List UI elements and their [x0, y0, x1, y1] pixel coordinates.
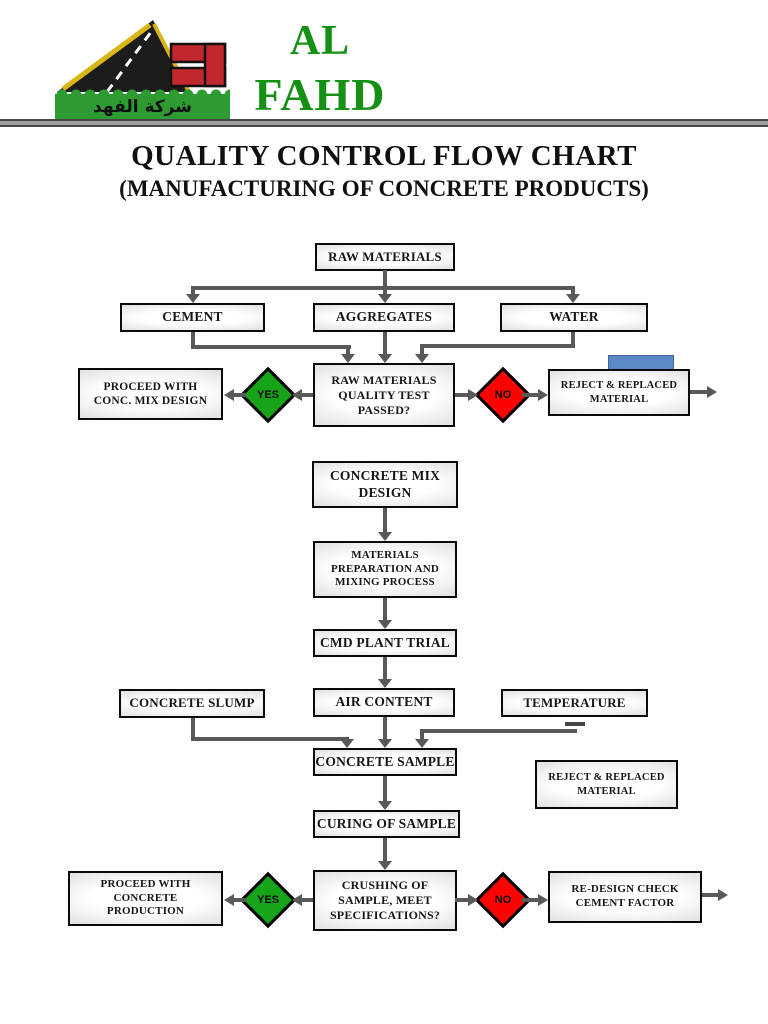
decision-label: NO [494, 389, 512, 401]
decision-label: YES [256, 389, 279, 401]
arrowhead-right [538, 894, 548, 906]
connector-segment [455, 393, 468, 397]
decision-label: YES [256, 894, 279, 906]
arrowhead-down [378, 801, 392, 810]
connector-segment [302, 393, 313, 397]
connector-segment [690, 390, 708, 394]
node-water: WATER [500, 303, 648, 332]
node-proceed-conc-mix-design: PROCEED WITH CONC. MIX DESIGN [78, 368, 223, 420]
arrowhead-right [468, 894, 478, 906]
node-proceed-concrete-production: PROCEED WITH CONCRETE PRODUCTION [68, 871, 223, 926]
node-redesign-check-cement-factor: RE-DESIGN CHECK CEMENT FACTOR [548, 871, 702, 923]
arrowhead-down [378, 861, 392, 870]
connector-segment [383, 270, 387, 294]
connector-segment [383, 717, 387, 739]
arrowhead-down [415, 354, 429, 363]
connector-segment [191, 737, 349, 741]
arrowhead-right [718, 889, 728, 901]
node-raw-materials-quality-test: RAW MATERIALS QUALITY TEST PASSED? [313, 363, 455, 427]
connector-segment [420, 729, 577, 733]
decision-yes-raw-materials: YES [239, 366, 297, 424]
connector-segment [420, 346, 424, 355]
connector-segment [702, 893, 719, 897]
connector-segment [191, 286, 575, 290]
connector-segment [420, 344, 575, 348]
company-name: AL FAHD [210, 20, 430, 118]
connector-segment [346, 347, 350, 355]
arrowhead-down [378, 532, 392, 541]
connector-segment [383, 838, 387, 861]
node-curing-of-sample: CURING OF SAMPLE [313, 810, 460, 838]
company-name-line2: FAHD [254, 69, 386, 120]
logo-arabic-band: شركة الفهد [55, 89, 230, 119]
arrowhead-down [378, 294, 392, 303]
connector-segment [234, 898, 246, 902]
company-name-line1: AL [289, 18, 351, 64]
arrowhead-left [292, 894, 302, 906]
arrowhead-right [707, 386, 717, 398]
node-temperature: TEMPERATURE [501, 689, 648, 717]
connector-segment [571, 288, 575, 295]
arrowhead-down [415, 739, 429, 748]
arrowhead-left [224, 389, 234, 401]
node-aggregates: AGGREGATES [313, 303, 455, 332]
header-divider [0, 119, 768, 127]
arrowhead-down [186, 294, 200, 303]
arrowhead-right [538, 389, 548, 401]
connector-segment [455, 898, 468, 902]
connector-segment [302, 898, 313, 902]
connector-segment [383, 776, 387, 801]
arrowhead-down [566, 294, 580, 303]
decision-no-crushing: NO [474, 871, 532, 929]
connector-segment [383, 332, 387, 355]
arrowhead-down [341, 354, 355, 363]
company-logo: شركة الفهد [55, 16, 230, 120]
node-cmd-plant-trial: CMD PLANT TRIAL [313, 629, 457, 657]
connector-segment [420, 731, 424, 739]
arrowhead-down [378, 620, 392, 629]
page-header: شركة الفهد AL FAHD [0, 0, 768, 127]
decision-yes-crushing: YES [239, 871, 297, 929]
page-title: QUALITY CONTROL FLOW CHART [131, 140, 637, 172]
page-subtitle: (MANUFACTURING OF CONCRETE PRODUCTS) [119, 176, 649, 201]
node-cement: CEMENT [120, 303, 265, 332]
connector-segment [191, 332, 195, 347]
node-air-content: AIR CONTENT [313, 688, 455, 717]
decision-label: NO [494, 894, 512, 906]
connector-segment [383, 598, 387, 620]
node-concrete-mix-design: CONCRETE MIX DESIGN [312, 461, 458, 508]
connector-dash-artifact [565, 722, 585, 726]
connector-segment [234, 393, 246, 397]
node-materials-preparation: MATERIALS PREPARATION AND MIXING PROCESS [313, 541, 457, 598]
node-reject-replaced-material-top: REJECT & REPLACED MATERIAL [548, 369, 690, 416]
node-concrete-slump: CONCRETE SLUMP [119, 689, 265, 718]
node-reject-replaced-material-mid: REJECT & REPLACED MATERIAL [535, 760, 678, 809]
arrowhead-down [340, 739, 354, 748]
connector-segment [191, 345, 351, 349]
node-crushing-of-sample: CRUSHING OF SAMPLE, MEET SPECIFICATIONS? [313, 870, 457, 931]
connector-segment [522, 898, 539, 902]
arrowhead-left [224, 894, 234, 906]
arrowhead-down [378, 739, 392, 748]
arrowhead-down [378, 679, 392, 688]
connector-segment [383, 508, 387, 532]
connector-segment [383, 657, 387, 679]
road-logo-icon [57, 20, 227, 93]
arrowhead-down [378, 354, 392, 363]
node-raw-materials: RAW MATERIALS [315, 243, 455, 271]
arrowhead-right [468, 389, 478, 401]
arrowhead-left [292, 389, 302, 401]
decision-no-raw-materials: NO [474, 366, 532, 424]
node-concrete-sample: CONCRETE SAMPLE [313, 748, 457, 776]
connector-segment [571, 332, 575, 346]
connector-segment [522, 393, 539, 397]
connector-segment [191, 288, 195, 295]
connector-segment [191, 718, 195, 741]
